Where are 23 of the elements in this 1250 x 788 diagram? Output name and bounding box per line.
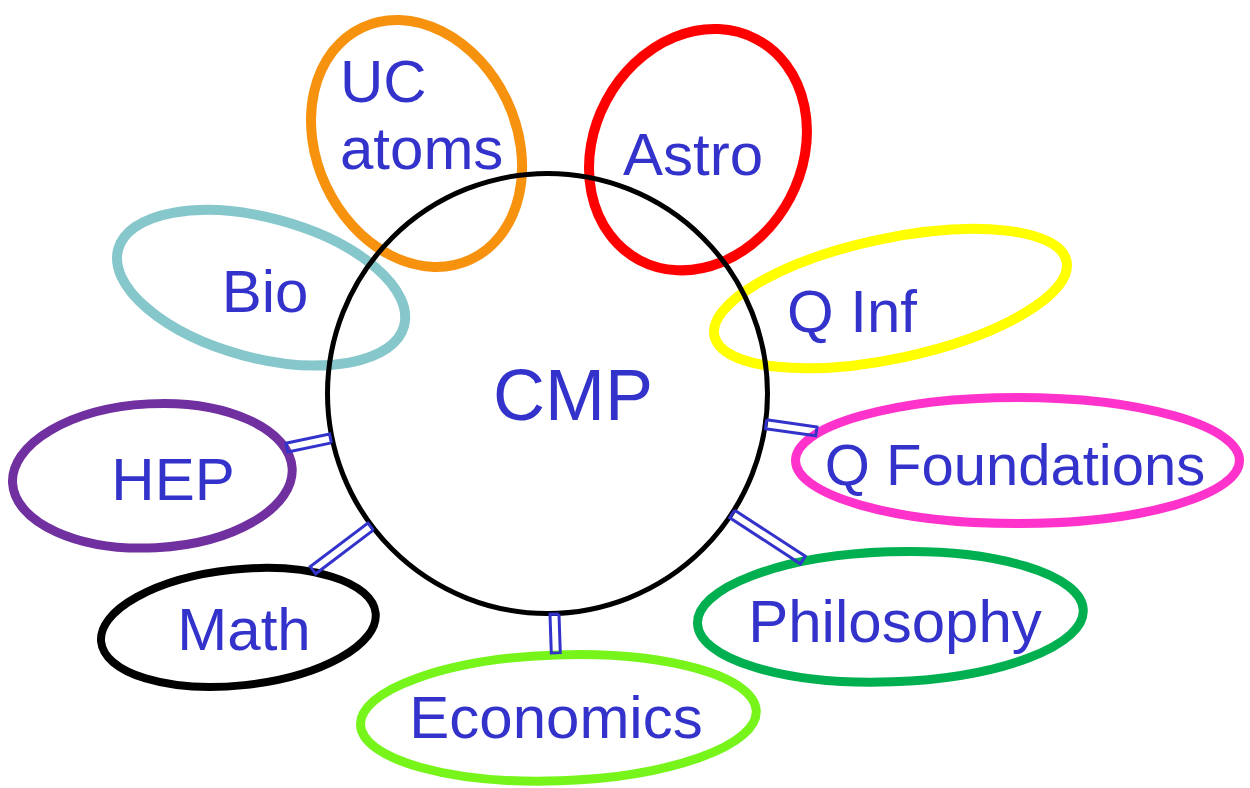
topic-ellipse (691, 546, 1089, 688)
topic-label: Q Foundations (824, 432, 1206, 498)
double-line-connector (284, 432, 333, 454)
topic-label: UC atoms (340, 48, 505, 183)
topic-ellipse (583, 23, 813, 277)
double-line-connector (308, 520, 375, 576)
topic-ellipse (6, 398, 298, 554)
topic-label: Astro (622, 121, 763, 189)
topic-ellipse (95, 562, 381, 692)
topic-label: Economics (409, 684, 703, 752)
topic-ellipse (110, 204, 412, 372)
double-line-connector (727, 508, 808, 566)
topic-label: CMP (493, 354, 653, 436)
topic-label: Q Inf (786, 278, 917, 346)
double-line-connector (548, 612, 562, 655)
topic-ellipse (708, 223, 1074, 375)
topic-ellipse (789, 391, 1245, 529)
topic-label: Philosophy (748, 588, 1042, 656)
topic-label: HEP (111, 446, 235, 514)
topic-label: Math (177, 596, 311, 664)
topic-ellipse (305, 13, 529, 273)
double-line-connector (763, 418, 819, 438)
topic-label: Bio (221, 258, 309, 326)
